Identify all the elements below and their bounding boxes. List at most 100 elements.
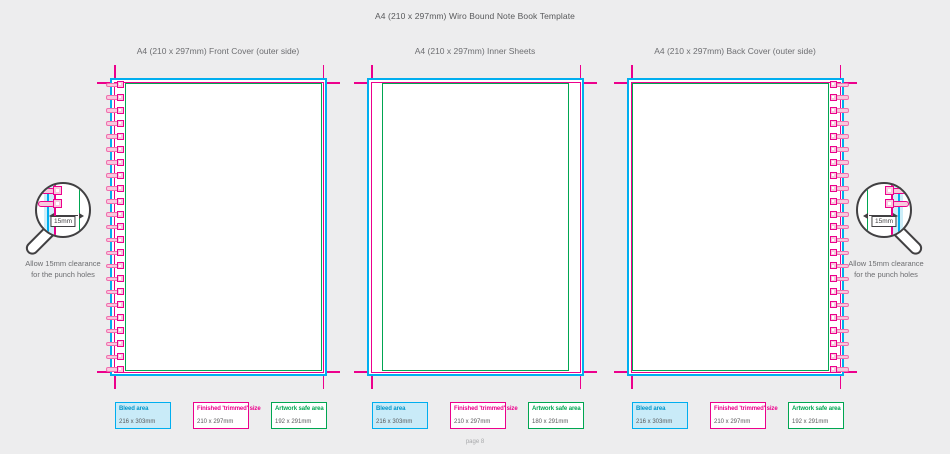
punch-hole [830,353,849,361]
back-cover-title: A4 (210 x 297mm) Back Cover (outer side) [654,46,816,56]
crop-mark [631,376,633,389]
punch-hole [106,223,125,231]
punch-hole [106,262,125,270]
crop-mark [839,65,841,78]
legend-bleed-area: Bleed area 216 x 303mm [372,402,428,429]
punch-hole [106,210,125,218]
punch-hole [830,210,849,218]
crop-mark [114,376,116,389]
magnifier-lens: 15mm [35,182,91,238]
punch-hole [106,301,125,309]
punch-hole [106,158,125,166]
back-cover-bleed-box [614,65,857,389]
clearance-note-left: Allow 15mm clearance for the punch holes [25,259,101,279]
legend-trimmed-size: Finished 'trimmed' size 210 x 297mm [450,402,518,429]
punch-hole [830,262,849,270]
punch-hole [106,197,125,205]
punch-hole [106,171,125,179]
punch-hole [830,249,849,257]
legend-safe-area: Artwork safe area 192 x 291mm [271,402,327,429]
punch-hole [830,197,849,205]
punch-hole [830,158,849,166]
bleed-line [47,184,49,236]
legend-bleed-area: Bleed area 216 x 303mm [632,402,688,429]
punch-hole [830,340,849,348]
punch-hole [830,106,849,114]
punch-hole [106,353,125,361]
crop-mark [354,82,367,84]
punch-hole [106,184,125,192]
legend-safe-area: Artwork safe area 180 x 291mm [528,402,584,429]
crop-mark [579,65,581,78]
crop-mark [844,82,857,84]
punch-hole [106,340,125,348]
punch-hole [830,288,849,296]
punch-hole [106,132,125,140]
crop-mark [631,65,633,78]
punch-hole [106,327,125,335]
inner-sheets-bleed-box [354,65,597,389]
punch-hole [106,236,125,244]
crop-mark [327,371,340,373]
front-cover-bleed-box [97,65,340,389]
crop-mark [579,376,581,389]
magnified-spine-detail [858,184,910,236]
punch-hole [830,81,849,88]
punch-hole [830,301,849,309]
arrowhead-right-icon [79,212,84,219]
inner-sheets-title: A4 (210 x 297mm) Inner Sheets [414,46,536,56]
legend-trimmed-size: Finished 'trimmed' size 210 x 297mm [193,402,261,429]
inner-sheets-trim-box [370,81,581,373]
clearance-dimension-label: 15mm [50,215,76,227]
arrowhead-right-icon [863,212,868,219]
punch-hole [106,106,125,114]
punch-hole [106,249,125,257]
punch-hole [106,81,125,88]
punch-hole-detail [38,186,64,195]
punch-holes [830,81,849,373]
punch-hole [830,275,849,283]
punch-hole [830,184,849,192]
bleed-band [44,184,54,236]
punch-hole-detail [38,199,64,208]
crop-mark [354,371,367,373]
magnifier-lens: 15mm [856,182,912,238]
punch-hole [830,132,849,140]
crop-mark [322,376,324,389]
crop-mark [371,376,373,389]
back-cover-safe-area-box [632,83,829,371]
inner-sheets-safe-area-box [382,83,569,371]
crop-mark [371,65,373,78]
punch-hole [106,288,125,296]
punch-hole [830,119,849,127]
crop-mark [584,82,597,84]
clearance-note-right: Allow 15mm clearance for the punch holes [848,259,924,279]
crop-mark [839,376,841,389]
punch-hole [106,93,125,101]
punch-hole [106,314,125,322]
crop-mark [614,371,627,373]
punch-hole [106,145,125,153]
punch-hole [830,365,849,373]
punch-holes [106,81,125,373]
magnifier-icon-right: 15mm [856,182,925,262]
crop-mark [114,65,116,78]
crop-mark [97,82,110,84]
punch-hole [830,236,849,244]
punch-hole [830,327,849,335]
page-number: page 8 [465,439,485,445]
punch-hole [106,365,125,373]
crop-mark [844,371,857,373]
safe-area-line [867,184,869,236]
punch-hole [830,223,849,231]
punch-hole [830,145,849,153]
legend-safe-area: Artwork safe area 192 x 291mm [788,402,844,429]
front-cover-title: A4 (210 x 297mm) Front Cover (outer side… [136,46,300,56]
punch-hole-detail [883,199,909,208]
safe-area-line [78,184,80,236]
legend-bleed-area: Bleed area 216 x 303mm [115,402,171,429]
front-cover-safe-area-box [125,83,322,371]
punch-hole [830,171,849,179]
page-title: A4 (210 x 297mm) Wiro Bound Note Book Te… [374,11,576,21]
